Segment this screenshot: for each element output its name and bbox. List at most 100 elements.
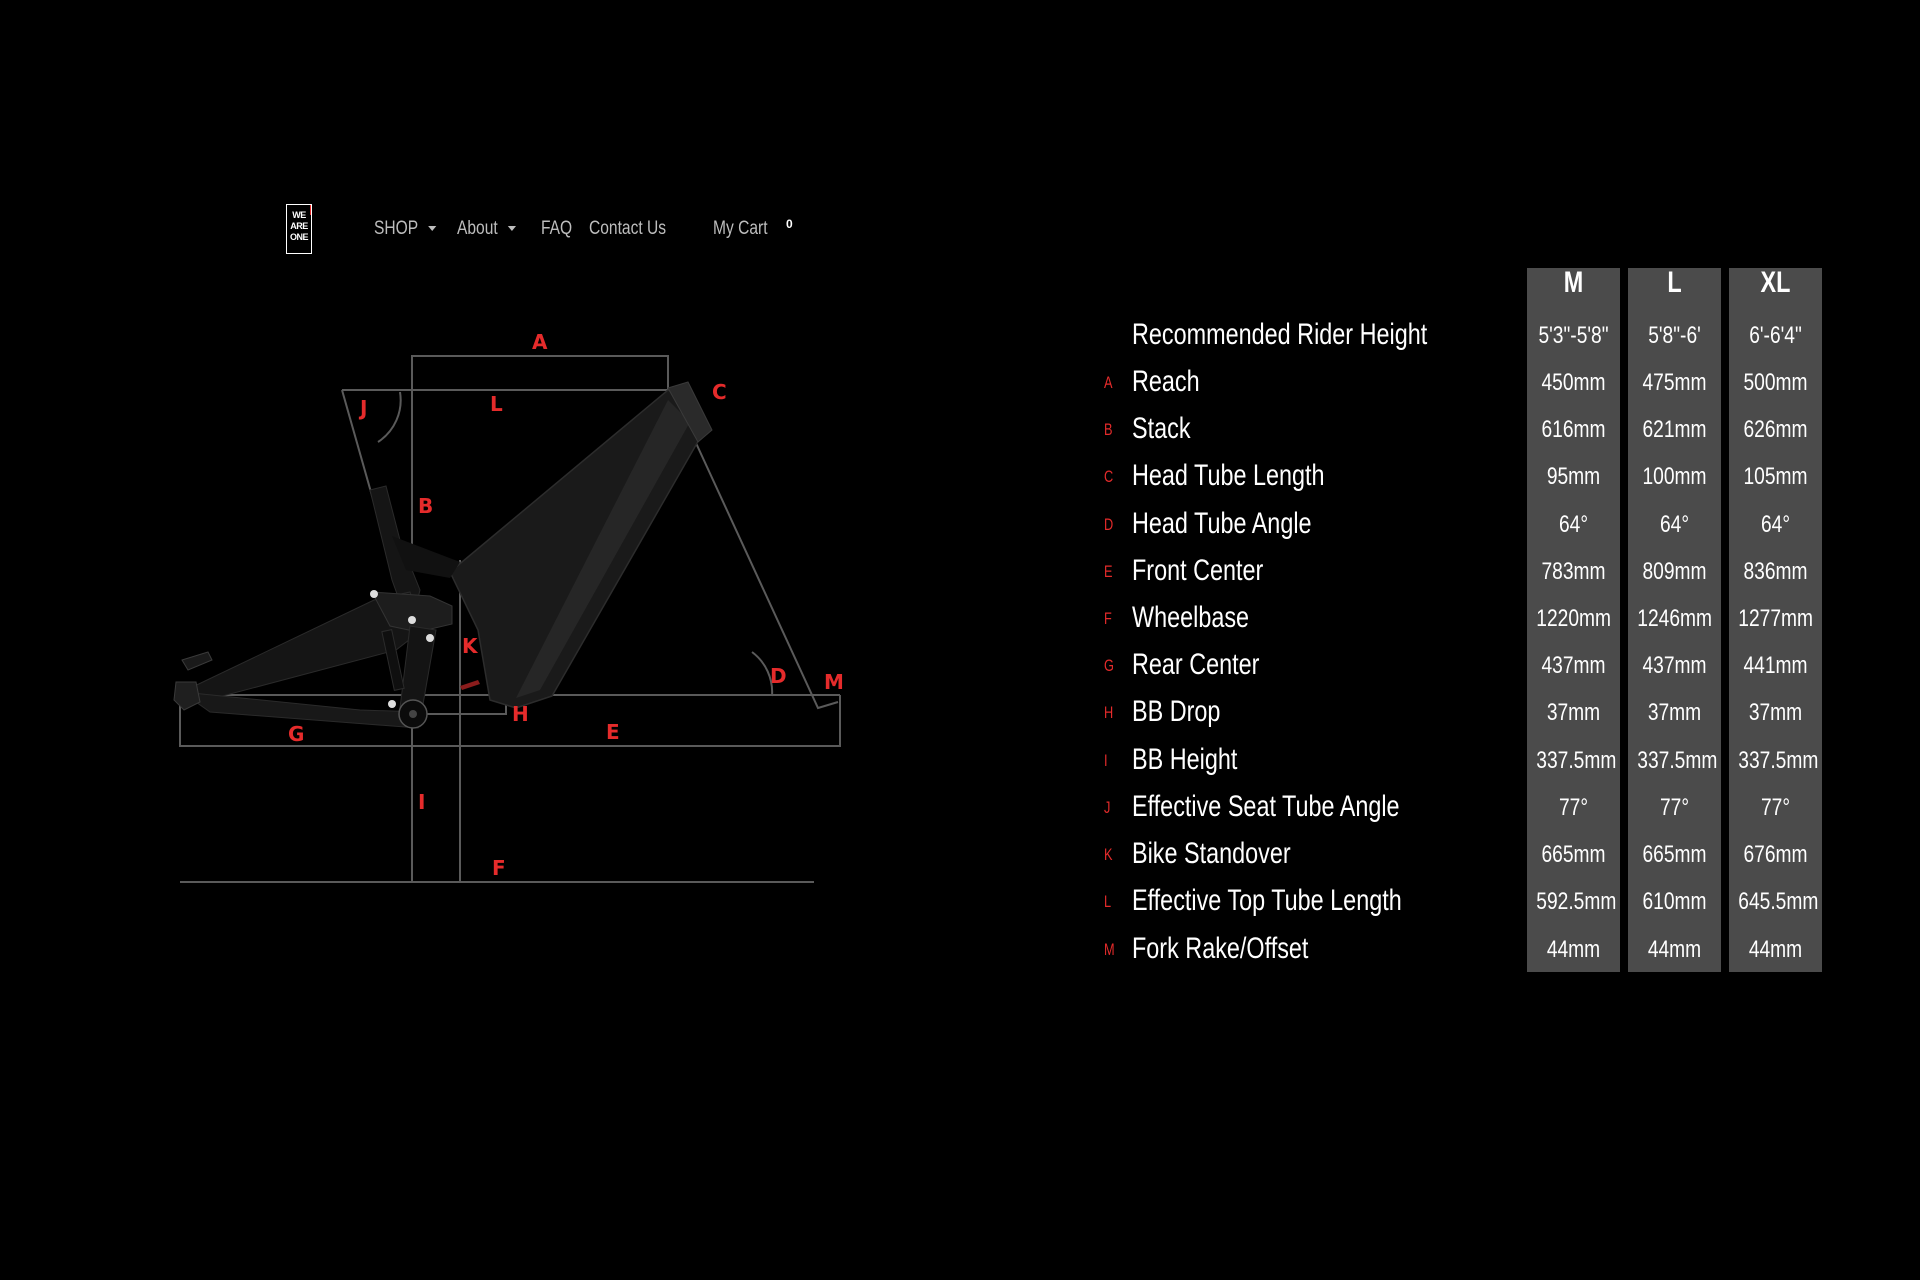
row-label: Head Tube Length: [1132, 459, 1325, 492]
size-header-m: M: [1563, 266, 1584, 299]
row-letter: A: [1104, 373, 1113, 392]
table-cell-xl: 64°: [1760, 511, 1791, 538]
table-cell-xl: 645.5mm: [1738, 888, 1819, 915]
diagram-label-i: I: [418, 790, 426, 814]
diagram-label-k: K: [462, 634, 478, 658]
row-letter: F: [1104, 609, 1112, 628]
fork-line: [689, 429, 839, 710]
table-cell-l: 5'8"-6': [1648, 322, 1701, 349]
table-cell-m: 437mm: [1541, 652, 1606, 679]
table-cell-l: 475mm: [1642, 369, 1707, 396]
row-letter: L: [1104, 892, 1112, 911]
row-label: Effective Top Tube Length: [1132, 884, 1402, 917]
table-cell-l: 337.5mm: [1637, 747, 1718, 774]
table-cell-l: 610mm: [1642, 888, 1707, 915]
table-cell-xl: 105mm: [1743, 463, 1808, 490]
nav-contact[interactable]: Contact Us: [589, 218, 666, 240]
nav-faq-label: FAQ: [541, 218, 573, 239]
row-letter: K: [1104, 845, 1113, 864]
table-cell-xl: 44mm: [1748, 936, 1803, 963]
table-cell-l: 77°: [1659, 794, 1690, 821]
table-cell-m: 1220mm: [1536, 605, 1611, 632]
row-label: Recommended Rider Height: [1132, 318, 1428, 351]
geometry-diagram: A B C D E F G H I J K L M: [160, 330, 870, 910]
row-label: Stack: [1132, 412, 1191, 445]
diagram-label-j: J: [360, 396, 368, 420]
table-cell-m: 77°: [1558, 794, 1589, 821]
row-label: Bike Standover: [1132, 837, 1291, 870]
row-label: Wheelbase: [1132, 601, 1250, 634]
table-cell-m: 44mm: [1546, 936, 1601, 963]
table-cell-xl: 626mm: [1743, 416, 1808, 443]
table-cell-l: 437mm: [1642, 652, 1707, 679]
nav-about-label: About: [457, 218, 498, 239]
table-cell-l: 44mm: [1647, 936, 1702, 963]
table-cell-xl: 1277mm: [1738, 605, 1813, 632]
size-header-xl: XL: [1760, 266, 1791, 299]
size-header-l: L: [1667, 266, 1682, 299]
diagram-label-b: B: [418, 494, 434, 518]
row-letter: I: [1104, 751, 1108, 770]
nav-faq[interactable]: FAQ: [541, 218, 572, 240]
table-cell-m: 95mm: [1546, 463, 1601, 490]
table-cell-m: 665mm: [1541, 841, 1606, 868]
table-cell-m: 37mm: [1546, 699, 1601, 726]
table-cell-xl: 337.5mm: [1738, 747, 1819, 774]
diagram-label-e: E: [606, 720, 620, 744]
nav-contact-label: Contact Us: [589, 218, 667, 239]
cart-label: My Cart: [713, 218, 768, 239]
table-cell-l: 665mm: [1642, 841, 1707, 868]
row-label: Reach: [1132, 365, 1200, 398]
row-label: Effective Seat Tube Angle: [1132, 790, 1400, 823]
table-cell-m: 337.5mm: [1536, 747, 1617, 774]
chevron-down-icon: [507, 226, 516, 232]
frame-illustration: [173, 355, 841, 883]
nav-shop-label: SHOP: [374, 218, 419, 239]
table-cell-xl: 500mm: [1743, 369, 1808, 396]
table-cell-m: 64°: [1558, 511, 1589, 538]
table-cell-xl: 6'-6'4": [1749, 322, 1802, 349]
diagram-label-f: F: [492, 856, 506, 880]
nav-cart[interactable]: My Cart: [713, 218, 768, 240]
logo-accent: [310, 205, 311, 215]
row-letter: E: [1104, 562, 1113, 581]
table-cell-l: 100mm: [1642, 463, 1707, 490]
row-letter: B: [1104, 420, 1113, 439]
table-cell-l: 64°: [1659, 511, 1690, 538]
table-cell-l: 809mm: [1642, 558, 1707, 585]
table-cell-xl: 836mm: [1743, 558, 1808, 585]
diagram-label-h: H: [512, 702, 529, 726]
table-cell-m: 5'3"-5'8": [1538, 322, 1609, 349]
diagram-label-l: L: [490, 392, 503, 416]
row-letter: G: [1104, 656, 1114, 675]
table-cell-l: 37mm: [1647, 699, 1702, 726]
table-cell-xl: 676mm: [1743, 841, 1808, 868]
nav-shop[interactable]: SHOP: [374, 218, 437, 240]
size-column-xl: [1729, 268, 1822, 972]
diagram-label-g: G: [288, 722, 305, 746]
row-label: BB Drop: [1132, 695, 1221, 728]
table-cell-xl: 37mm: [1748, 699, 1803, 726]
row-letter: J: [1104, 798, 1111, 817]
row-label: Rear Center: [1132, 648, 1260, 681]
table-cell-l: 621mm: [1642, 416, 1707, 443]
size-column-m: [1527, 268, 1620, 972]
diagram-label-a: A: [532, 330, 548, 354]
table-cell-l: 1246mm: [1637, 605, 1712, 632]
diagram-label-d: D: [770, 664, 787, 688]
table-cell-m: 783mm: [1541, 558, 1606, 585]
bike-frame: [173, 381, 713, 729]
table-cell-m: 616mm: [1541, 416, 1606, 443]
nav-about[interactable]: About: [457, 218, 516, 240]
table-cell-xl: 441mm: [1743, 652, 1808, 679]
row-letter: H: [1104, 703, 1114, 722]
table-cell-m: 450mm: [1541, 369, 1606, 396]
table-cell-xl: 77°: [1760, 794, 1791, 821]
diagram-label-c: C: [712, 380, 727, 404]
row-letter: M: [1104, 940, 1115, 959]
chevron-down-icon: [428, 226, 437, 232]
size-column-l: [1628, 268, 1721, 972]
